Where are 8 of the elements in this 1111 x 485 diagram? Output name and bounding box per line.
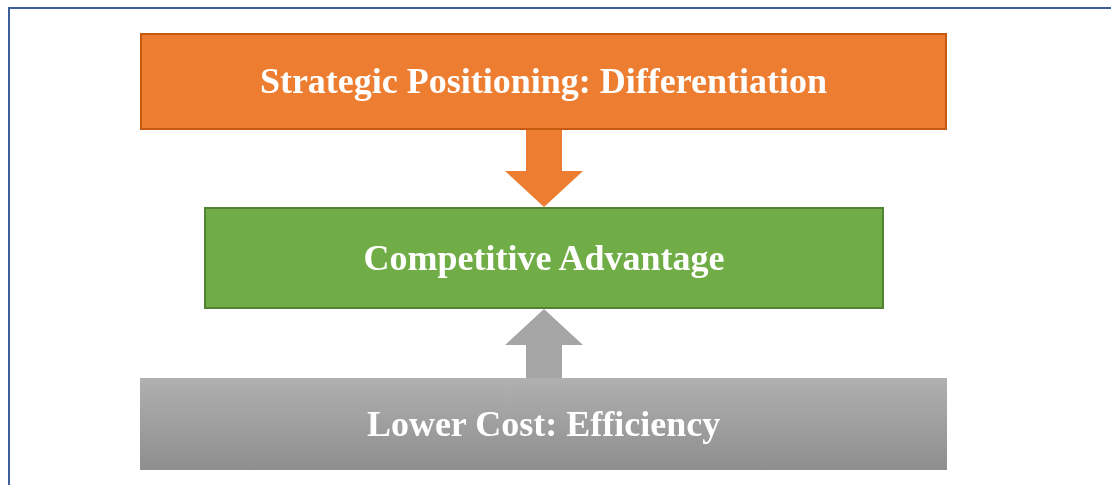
process-box [140, 378, 947, 470]
process-box [204, 207, 884, 309]
block-arrow [505, 309, 583, 378]
box-label: Lower Cost: Efficiency [366, 402, 721, 446]
process-box [140, 33, 947, 130]
box-label: Competitive Advantage [363, 236, 725, 280]
block-arrow [505, 130, 583, 207]
box-label: Strategic Positioning: Differentiation [259, 60, 828, 103]
